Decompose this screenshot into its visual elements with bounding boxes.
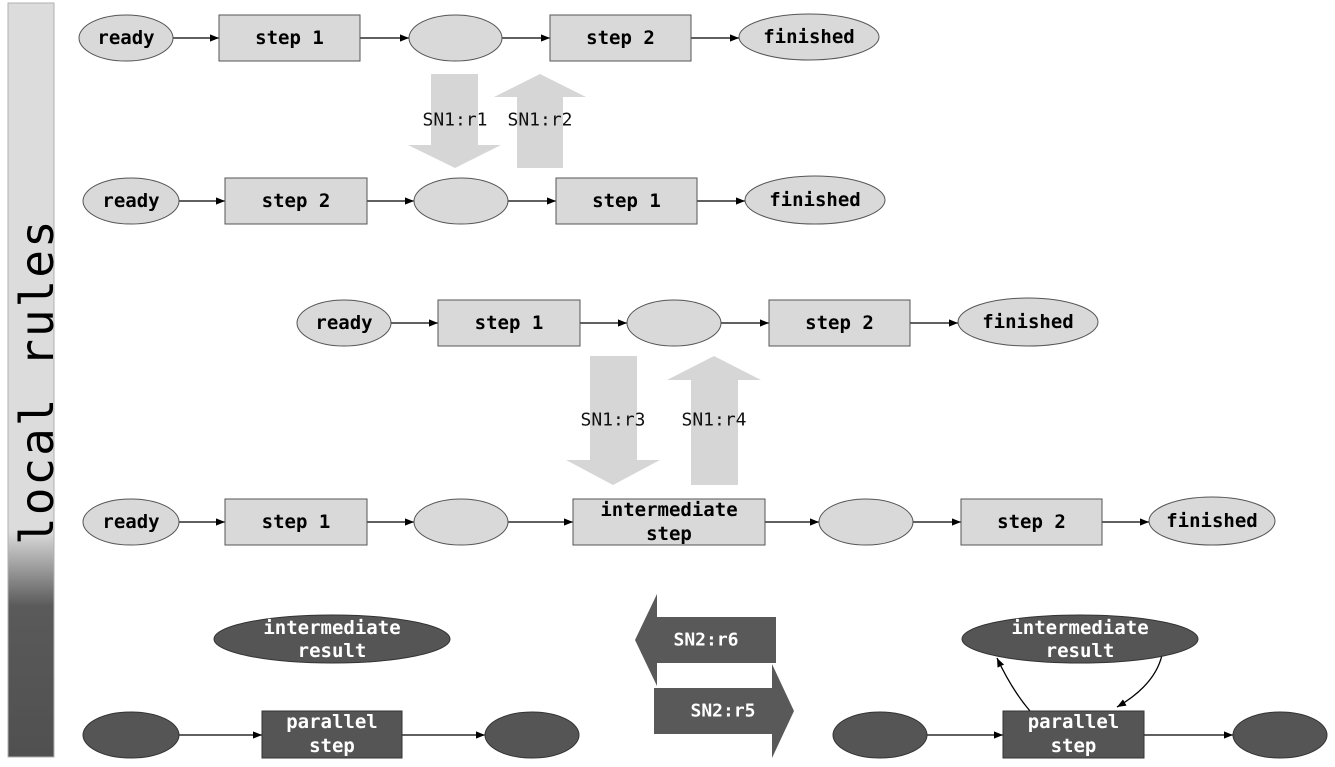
intermediate-result-label-line2: result (298, 640, 367, 662)
rule-r2-label: SN1:r2 (507, 110, 572, 131)
parallel-step-box (1002, 710, 1145, 759)
rule-r4-label: SN1:r4 (681, 410, 746, 431)
finished-state (744, 175, 886, 225)
row-3: ready step 1 step 2 finished (296, 297, 1099, 347)
right-parallel-group: intermediate result parallel step (832, 614, 1328, 759)
left-parallel-group: intermediate result parallel step (82, 614, 580, 759)
finished-state (1148, 496, 1276, 546)
step-1-label: step 1 (475, 312, 544, 334)
finished-label: finished (982, 311, 1074, 333)
rule-r3-down-arrow (566, 356, 660, 485)
finished-state (738, 13, 880, 61)
rule-r5-right-arrow (654, 664, 794, 758)
step-2-label: step 2 (586, 27, 655, 49)
dark-state (832, 711, 928, 759)
intermediate-result-label-line1: intermediate (1011, 617, 1148, 639)
intermediate-step-box (572, 498, 766, 546)
ready-state (82, 498, 180, 546)
rule-r6-left-arrow (635, 594, 776, 686)
row-1: ready step 1 step 2 finished (78, 13, 880, 62)
step-2-box (549, 14, 692, 62)
step-1-box (224, 498, 368, 546)
rule-r2-up-arrow (494, 74, 586, 168)
intermediate-step-label-line2: step (646, 523, 692, 545)
parallel-step-label-line2: step (1051, 735, 1097, 757)
step-2-box (960, 498, 1103, 546)
sidebar-bar (7, 2, 55, 758)
step-1-box (555, 177, 698, 225)
step-2-label: step 2 (262, 190, 331, 212)
rule-r1-label: SN1:r1 (422, 110, 487, 131)
intermediate-result-label-line2: result (1046, 640, 1115, 662)
empty-state (413, 177, 509, 225)
intermediate-result-label-line1: intermediate (263, 617, 400, 639)
empty-state (413, 498, 509, 546)
finished-label: finished (769, 189, 861, 211)
intermediate-result-state (961, 614, 1199, 664)
parallel-step-label-line1: parallel (1028, 711, 1120, 733)
rule-r4-up-arrow (667, 356, 761, 485)
ready-state (296, 299, 392, 347)
intermediate-step-label-line1: intermediate (600, 499, 737, 521)
step-1-box (437, 299, 581, 347)
step-1-label: step 1 (255, 27, 324, 49)
ready-state (82, 177, 180, 225)
empty-state (408, 14, 503, 62)
step-1-label: step 1 (592, 190, 661, 212)
row-4: ready step 1 intermediate step step 2 fi… (82, 496, 1276, 546)
ready-label: ready (102, 190, 159, 212)
parallel-step-box (261, 710, 403, 759)
finished-label: finished (763, 26, 855, 48)
step-2-label: step 2 (805, 312, 874, 334)
ready-state (78, 14, 174, 62)
ready-label: ready (102, 511, 159, 533)
parallel-step-label-line1: parallel (286, 711, 378, 733)
rule-r6-label: SN2:r6 (673, 630, 738, 651)
step-1-box (218, 14, 361, 62)
rule-r3-label: SN1:r3 (580, 410, 645, 431)
rule-r1-down-arrow (408, 74, 501, 168)
step-2-box (768, 299, 911, 347)
flow-arrow (996, 657, 1031, 712)
parallel-step-label-line2: step (309, 735, 355, 757)
flow-arrow (1116, 654, 1163, 708)
empty-state (626, 299, 722, 347)
dark-state (484, 711, 580, 759)
rule-r5-label: SN2:r5 (690, 701, 755, 722)
row-2: ready step 2 step 1 finished (82, 175, 886, 225)
intermediate-result-state (213, 614, 451, 664)
finished-state (957, 297, 1099, 347)
step-2-box (224, 177, 368, 225)
ready-label: ready (97, 27, 154, 49)
finished-label: finished (1166, 510, 1258, 532)
dark-state (1232, 711, 1328, 759)
sidebar-title: local rules (10, 218, 64, 545)
empty-state (818, 498, 914, 546)
ready-label: ready (315, 312, 372, 334)
dark-state (82, 711, 180, 759)
step-1-label: step 1 (262, 511, 331, 533)
step-2-label: step 2 (997, 511, 1066, 533)
